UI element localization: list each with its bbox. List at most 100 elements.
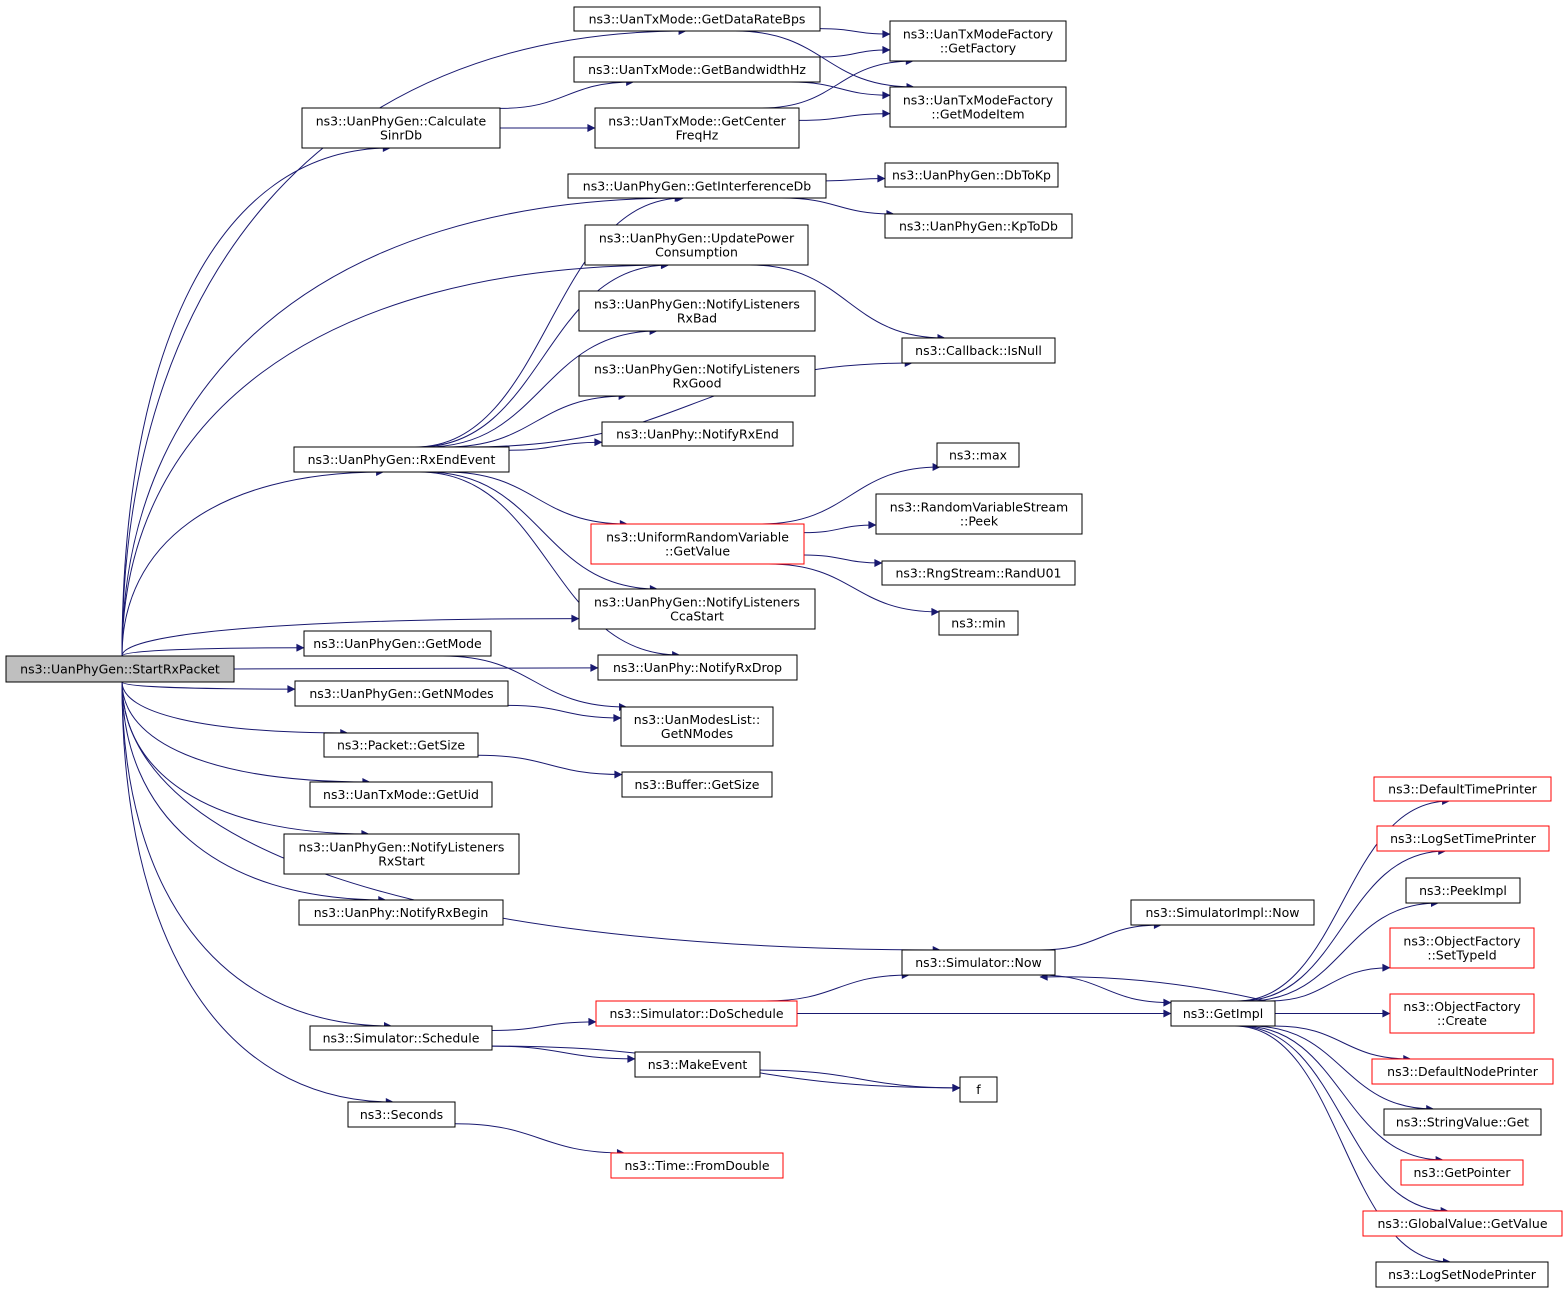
node-box bbox=[1170, 1000, 1276, 1027]
edge-calculate-sinr-db-to-get-bandwidth-hz bbox=[499, 78, 635, 109]
node-callback-is-null[interactable]: ns3::Callback::IsNull bbox=[901, 337, 1056, 364]
node-global-value-get-value[interactable]: ns3::GlobalValue::GetValue bbox=[1362, 1210, 1563, 1237]
node-max[interactable]: ns3::max bbox=[936, 442, 1020, 468]
node-label: ns3::UanPhyGen::NotifyListeners bbox=[594, 362, 800, 377]
node-get-uid[interactable]: ns3::UanTxMode::GetUid bbox=[309, 781, 493, 808]
node-box bbox=[584, 224, 809, 266]
node-peek-impl[interactable]: ns3::PeekImpl bbox=[1405, 877, 1521, 904]
node-box bbox=[573, 6, 821, 32]
node-get-bandwidth-hz[interactable]: ns3::UanTxMode::GetBandwidthHz bbox=[573, 56, 821, 83]
node-string-value-get[interactable]: ns3::StringValue::Get bbox=[1383, 1108, 1542, 1136]
node-of-set-type-id[interactable]: ns3::ObjectFactory::SetTypeId bbox=[1389, 927, 1535, 969]
node-packet-get-size[interactable]: ns3::Packet::GetSize bbox=[323, 732, 479, 758]
node-label: ns3::UanPhyGen::NotifyListeners bbox=[594, 595, 800, 610]
node-label: ns3::Simulator::Schedule bbox=[323, 1031, 480, 1046]
node-get-interference-db[interactable]: ns3::UanPhyGen::GetInterferenceDb bbox=[567, 173, 827, 199]
node-schedule[interactable]: ns3::Simulator::Schedule bbox=[309, 1025, 493, 1051]
edge-do-schedule-to-sim-now bbox=[765, 971, 910, 1002]
edge-get-impl-to-string-value-get bbox=[1250, 1025, 1435, 1113]
node-get-data-rate-bps[interactable]: ns3::UanTxMode::GetDataRateBps bbox=[573, 6, 821, 32]
node-box bbox=[594, 107, 800, 149]
node-box bbox=[347, 1101, 456, 1128]
node-get-factory[interactable]: ns3::UanTxModeFactory::GetFactory bbox=[889, 20, 1067, 62]
node-notify-rx-begin[interactable]: ns3::UanPhy::NotifyRxBegin bbox=[298, 899, 504, 926]
edge-get-nmodes-to-modes-list-get-nmodes bbox=[507, 704, 622, 723]
edge-get-impl-to-default-node-printer bbox=[1274, 1025, 1412, 1063]
node-of-create[interactable]: ns3::ObjectFactory::Create bbox=[1389, 993, 1535, 1034]
node-box bbox=[283, 833, 520, 875]
node-log-set-node-printer[interactable]: ns3::LogSetNodePrinter bbox=[1375, 1261, 1549, 1288]
node-label: ns3::UniformRandomVariable bbox=[606, 530, 789, 545]
node-sim-impl-now[interactable]: ns3::SimulatorImpl::Now bbox=[1130, 899, 1315, 926]
node-label: ::GetModeItem bbox=[931, 107, 1024, 122]
edge-rx-end-event-to-notify-rx-bad bbox=[426, 327, 658, 448]
node-box bbox=[1375, 1261, 1549, 1288]
node-label: ns3::UanPhyGen::DbToKp bbox=[892, 168, 1051, 183]
node-rvs-peek[interactable]: ns3::RandomVariableStream::Peek bbox=[875, 493, 1083, 535]
node-min[interactable]: ns3::min bbox=[938, 610, 1019, 636]
node-rx-end-event[interactable]: ns3::UanPhyGen::RxEndEvent bbox=[293, 446, 510, 473]
node-seconds[interactable]: ns3::Seconds bbox=[347, 1101, 456, 1128]
edge-start-to-schedule bbox=[121, 681, 392, 1030]
node-get-impl[interactable]: ns3::GetImpl bbox=[1170, 1000, 1276, 1027]
node-f[interactable]: f bbox=[959, 1076, 998, 1103]
node-get-mode-item[interactable]: ns3::UanTxModeFactory::GetModeItem bbox=[889, 86, 1067, 128]
edge-get-impl-to-log-set-node-printer bbox=[1234, 1025, 1451, 1266]
edge-get-data-rate-bps-to-get-factory bbox=[819, 28, 891, 39]
edge-sim-now-to-sim-impl-now bbox=[1039, 921, 1162, 951]
node-do-schedule[interactable]: ns3::Simulator::DoSchedule bbox=[595, 1000, 798, 1027]
edge-rx-end-event-to-callback-is-null bbox=[467, 359, 913, 448]
node-label: RxBad bbox=[677, 311, 717, 326]
node-label: ns3::max bbox=[949, 448, 1007, 463]
node-default-node-printer[interactable]: ns3::DefaultNodePrinter bbox=[1371, 1058, 1554, 1085]
edge-start-to-get-nmodes bbox=[121, 681, 296, 694]
node-start[interactable]: ns3::UanPhyGen::StartRxPacket bbox=[5, 655, 235, 683]
edge-uniform-get-value-to-max bbox=[760, 463, 941, 525]
node-rand-u01[interactable]: ns3::RngStream::RandU01 bbox=[881, 560, 1076, 586]
node-get-mode[interactable]: ns3::UanPhyGen::GetMode bbox=[303, 630, 492, 657]
node-box bbox=[578, 588, 816, 630]
node-get-nmodes[interactable]: ns3::UanPhyGen::GetNModes bbox=[294, 680, 509, 707]
node-box bbox=[889, 20, 1067, 62]
edge-start-to-sim-now bbox=[121, 681, 941, 954]
node-box bbox=[301, 107, 501, 149]
node-box bbox=[597, 654, 798, 681]
node-label: CcaStart bbox=[670, 609, 724, 624]
node-label: ns3::UanPhyGen::StartRxPacket bbox=[20, 662, 220, 677]
node-label: ns3::UanPhyGen::GetNModes bbox=[309, 686, 493, 701]
node-notify-rx-end[interactable]: ns3::UanPhy::NotifyRxEnd bbox=[601, 421, 794, 447]
node-label: ns3::LogSetNodePrinter bbox=[1388, 1267, 1537, 1282]
node-make-event[interactable]: ns3::MakeEvent bbox=[634, 1051, 761, 1078]
node-box bbox=[578, 355, 816, 397]
node-notify-rx-drop[interactable]: ns3::UanPhy::NotifyRxDrop bbox=[597, 654, 798, 681]
node-label: ns3::DefaultNodePrinter bbox=[1387, 1064, 1539, 1079]
node-from-double[interactable]: ns3::Time::FromDouble bbox=[610, 1152, 784, 1179]
node-sim-now[interactable]: ns3::Simulator::Now bbox=[901, 949, 1056, 976]
node-label: SinrDb bbox=[380, 128, 422, 143]
node-log-set-time-printer[interactable]: ns3::LogSetTimePrinter bbox=[1376, 825, 1550, 852]
node-label: ns3::Simulator::DoSchedule bbox=[609, 1006, 783, 1021]
node-layer: ns3::UanPhyGen::StartRxPacketns3::UanTxM… bbox=[5, 6, 1563, 1288]
node-box bbox=[578, 290, 816, 332]
node-default-time-printer[interactable]: ns3::DefaultTimePrinter bbox=[1373, 776, 1552, 802]
node-uniform-get-value[interactable]: ns3::UniformRandomVariable::GetValue bbox=[590, 523, 805, 565]
edge-seconds-to-from-double bbox=[454, 1123, 625, 1157]
edge-get-impl-to-global-value-get-value bbox=[1237, 1025, 1449, 1215]
node-kp-to-db[interactable]: ns3::UanPhyGen::KpToDb bbox=[884, 213, 1073, 239]
node-get-pointer[interactable]: ns3::GetPointer bbox=[1400, 1159, 1524, 1186]
node-db-to-kp[interactable]: ns3::UanPhyGen::DbToKp bbox=[884, 162, 1059, 188]
node-label: GetNModes bbox=[661, 726, 733, 741]
node-box bbox=[1376, 825, 1550, 852]
node-label: ns3::Seconds bbox=[360, 1107, 443, 1122]
edge-get-impl-to-get-pointer bbox=[1241, 1025, 1444, 1164]
edge-start-to-get-interference-db bbox=[121, 194, 683, 657]
node-buffer-get-size[interactable]: ns3::Buffer::GetSize bbox=[621, 771, 773, 798]
node-modes-list-get-nmodes[interactable]: ns3::UanModesList::GetNModes bbox=[620, 706, 774, 747]
